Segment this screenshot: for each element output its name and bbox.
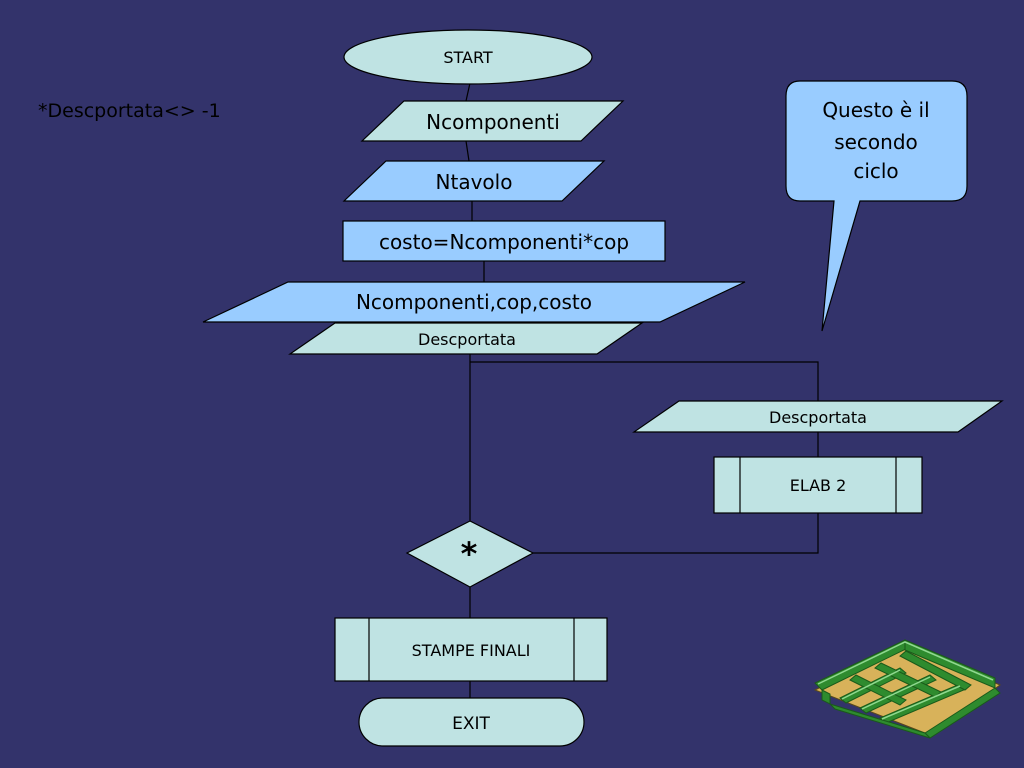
start-label: START <box>443 48 493 67</box>
descportata-main-label: Descportata <box>418 330 516 349</box>
connector-ncomponenti-ntavolo <box>465 140 470 162</box>
output-label: Ncomponenti,cop,costo <box>356 290 592 314</box>
connectors <box>465 82 819 698</box>
elab2-label: ELAB 2 <box>790 476 847 495</box>
exit-label: EXIT <box>452 714 490 734</box>
process-stampe-finali: STAMPE FINALI <box>334 617 608 682</box>
connector-loop-branch <box>470 361 819 401</box>
exit-terminator: EXIT <box>358 697 585 747</box>
speech-callout: Questo è il secondo ciclo <box>785 80 968 332</box>
costo-label: costo=Ncomponenti*cop <box>379 230 629 254</box>
decision-diamond: * <box>405 520 535 588</box>
ncomponenti-label: Ncomponenti <box>426 110 560 134</box>
process-elab2: ELAB 2 <box>713 456 923 514</box>
callout-line-3: ciclo <box>853 159 898 183</box>
callout-line-2: secondo <box>834 130 918 154</box>
input-descportata-main: Descportata <box>288 322 644 355</box>
connector-loop-return <box>533 513 819 554</box>
input-ncomponenti: Ncomponenti <box>360 100 625 142</box>
connector-start-ncomponenti <box>465 82 471 102</box>
decision-label: * <box>461 535 478 573</box>
loop-condition-note: *Descportata<> -1 <box>38 100 221 122</box>
ntavolo-label: Ntavolo <box>436 170 513 194</box>
descportata-loop-label: Descportata <box>769 408 867 427</box>
input-ntavolo: Ntavolo <box>342 160 606 202</box>
output-ncomponenti-cop-costo: Ncomponenti,cop,costo <box>202 281 746 323</box>
input-descportata-loop: Descportata <box>632 400 1004 433</box>
start-terminator: START <box>343 29 593 85</box>
maze-icon <box>813 639 1002 739</box>
process-costo: costo=Ncomponenti*cop <box>342 220 666 262</box>
callout-line-1: Questo è il <box>822 98 929 122</box>
stampe-label: STAMPE FINALI <box>412 641 531 660</box>
